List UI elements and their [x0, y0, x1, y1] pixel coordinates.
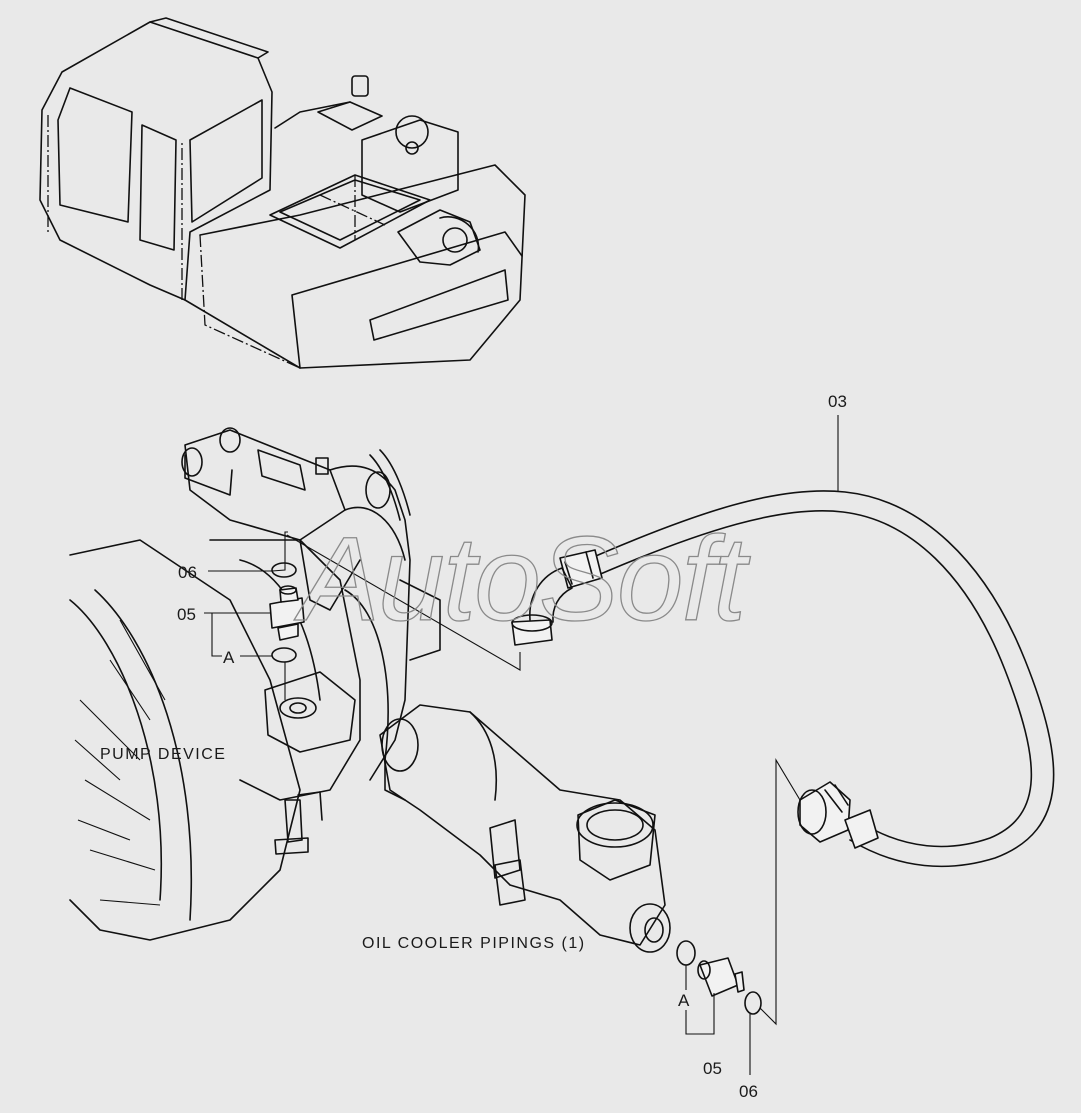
tank-block: [361, 119, 459, 213]
cooler-elbow-inlet: [577, 799, 656, 881]
pump-bell-housing: [69, 539, 301, 941]
leader-lines: [204, 415, 839, 1075]
label-a-bottom: A: [678, 991, 690, 1010]
pump-regulator-block: [184, 429, 346, 541]
label-06-bottom: 06: [739, 1082, 758, 1101]
excavator-overview: [39, 17, 526, 369]
label-05-top: 05: [177, 605, 196, 624]
pump-location-marker: [397, 209, 481, 266]
label-pump-device: PUMP DEVICE: [100, 746, 226, 763]
hose-elbow: [529, 567, 573, 623]
leader-06-hose: [759, 758, 801, 1026]
hose-swivel-nut: [511, 619, 553, 646]
leader-05-bottom: [685, 993, 715, 1035]
excavator-cab: [39, 21, 273, 301]
connector-05-top: [269, 585, 305, 641]
hose-outer-edge-b: [581, 509, 1033, 848]
excavator-upper-body: [184, 164, 526, 369]
pump-port-boss: [264, 671, 356, 753]
pump-device-drawing: [69, 427, 441, 941]
cab-door-window: [139, 124, 177, 251]
label-05-bottom: 05: [703, 1059, 722, 1078]
watermark: AutoSoft: [294, 512, 751, 646]
small-parts: [269, 562, 762, 1015]
engine-deck-hatch: [269, 174, 431, 249]
oil-cooler-pipings-drawing: [379, 704, 671, 953]
cab-side-window: [189, 99, 263, 223]
leader-06-top: [208, 531, 288, 572]
counterweight-slot: [369, 269, 509, 341]
oring-06-top: [271, 562, 297, 578]
cooler-outlet-port: [629, 903, 671, 953]
oring-a-bottom: [676, 940, 696, 966]
label-a-top: A: [223, 648, 235, 667]
oring-06-bottom: [744, 991, 762, 1015]
hose-outer-edge-a: [574, 490, 1055, 868]
hose-assembly-03: [511, 490, 1055, 868]
label-oil-cooler-pipings: OIL COOLER PIPINGS (1): [362, 935, 586, 952]
label-06-top: 06: [178, 563, 197, 582]
cooler-pipe-body: [379, 704, 666, 946]
label-03: 03: [828, 392, 847, 411]
cab-front-window: [57, 87, 133, 223]
oring-a-top: [271, 647, 297, 663]
connector-05-bottom: [697, 957, 745, 997]
